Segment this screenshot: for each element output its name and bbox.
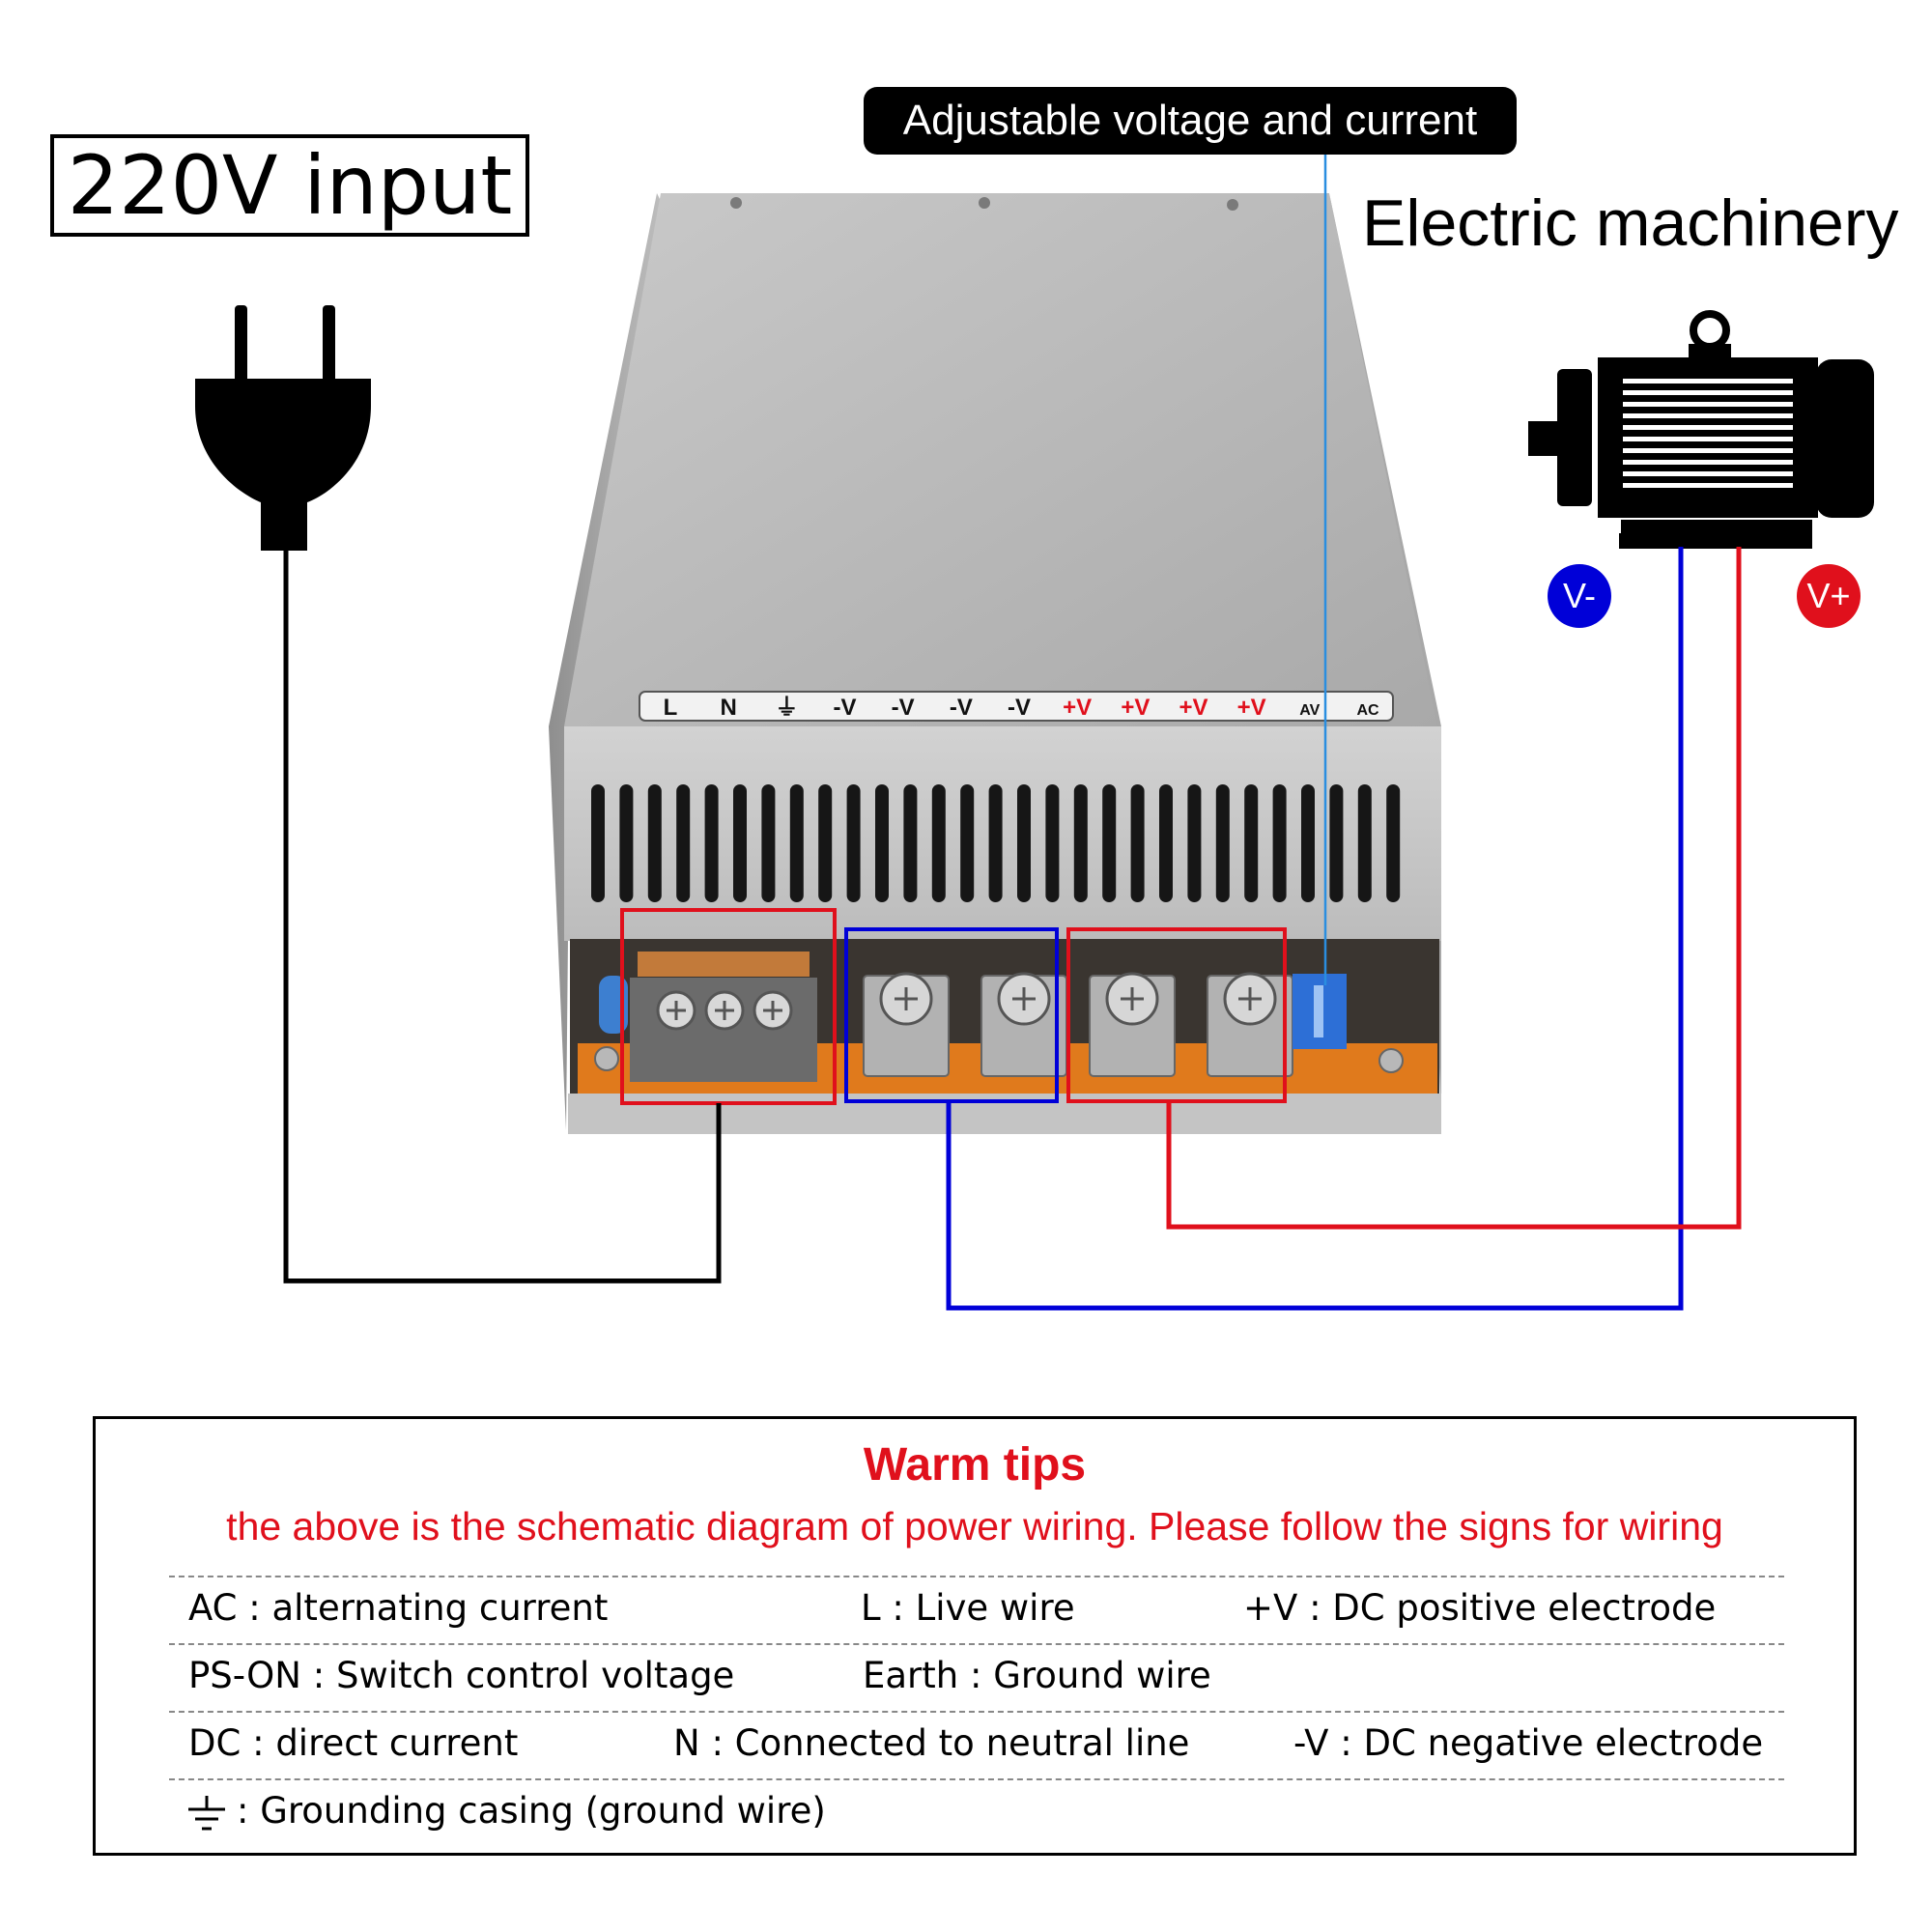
terminal-label: -V: [892, 695, 915, 721]
power-supply-unit: L N ⏚ -V -V -V -V +V +V +V +V AV AC: [549, 193, 1441, 1134]
screw-slot: [895, 987, 918, 1010]
terminal-label: L: [664, 695, 678, 721]
input-cable: [283, 551, 722, 1284]
tips-title: Warm tips: [863, 1439, 1087, 1491]
tips-row: PS-ON : Switch control voltage Earth : G…: [169, 1643, 1784, 1713]
vent-slot: [591, 784, 605, 902]
motor-fin: [1623, 402, 1793, 407]
terminal-label-strip: L N ⏚ -V -V -V -V +V +V +V +V AV AC: [664, 695, 1379, 721]
tips-row: DC : direct current N : Connected to neu…: [169, 1711, 1784, 1780]
negative-wire: [946, 547, 1684, 1311]
vent-slot: [733, 784, 747, 902]
vent-slot: [1244, 784, 1259, 902]
screw-slot: [1238, 987, 1262, 1010]
motor-icon: [1528, 310, 1874, 549]
motor-label: Electric machinery: [1362, 186, 1899, 260]
vent-slot: [619, 784, 634, 902]
vent-slot: [1102, 784, 1117, 902]
positive-output-highlight: [1066, 927, 1287, 1103]
terminal-label: -V: [950, 695, 973, 721]
warm-tips-panel: Warm tips the above is the schematic dia…: [93, 1416, 1857, 1856]
motor-fin: [1623, 425, 1793, 430]
vent-slot: [1301, 784, 1315, 902]
tips-cell: Earth : Ground wire: [863, 1655, 1211, 1696]
potentiometer-icon: [1293, 974, 1404, 1073]
tips-cell: N : Connected to neutral line: [673, 1722, 1190, 1764]
ground-symbol-icon: [188, 1796, 225, 1831]
negative-pole-badge: V-: [1548, 564, 1611, 628]
vent-slot: [761, 784, 776, 902]
terminal-label: ⏚: [775, 695, 798, 721]
motor-fin: [1623, 390, 1793, 395]
motor-fin: [1623, 483, 1793, 488]
positive-wire: [1166, 547, 1742, 1230]
motor-fin: [1623, 448, 1793, 453]
vent-slot: [1073, 784, 1088, 902]
terminal-label: AC: [1356, 702, 1379, 719]
vent-slot: [647, 784, 662, 902]
plug-icon: [195, 305, 371, 551]
vent-slot: [931, 784, 946, 902]
tips-row: AC : alternating current L : Live wire +…: [169, 1576, 1784, 1645]
terminal-label: +V: [1063, 695, 1092, 721]
motor-fin: [1623, 413, 1793, 418]
vent-slot: [1357, 784, 1372, 902]
vent-slot: [1215, 784, 1230, 902]
terminal-label: -V: [1008, 695, 1031, 721]
terminal-label: +V: [1121, 695, 1150, 721]
tips-cell: DC : direct current: [188, 1722, 519, 1764]
vent-slot: [789, 784, 804, 902]
tips-row: : Grounding casing (ground wire): [169, 1778, 1784, 1848]
terminal-label: AV: [1299, 702, 1320, 719]
motor-fin: [1623, 460, 1793, 465]
vent-slot: [1130, 784, 1145, 902]
vent-slot: [1386, 784, 1401, 902]
vent-slot: [875, 784, 889, 902]
vent-slot: [1187, 784, 1202, 902]
tips-cell: +V : DC positive electrode: [1243, 1587, 1717, 1629]
motor-fin: [1623, 471, 1793, 476]
input-voltage-label: 220V input: [50, 134, 529, 237]
vent-slot: [1272, 784, 1287, 902]
ventilation-slots: [591, 784, 1401, 902]
tips-subtitle: the above is the schematic diagram of po…: [226, 1504, 1723, 1548]
vent-slot: [818, 784, 833, 902]
ac-terminal-block: [630, 952, 817, 1082]
tips-cell: L : Live wire: [861, 1587, 1075, 1629]
vent-slot: [1045, 784, 1060, 902]
screw-slot: [1012, 987, 1036, 1010]
motor-fin: [1623, 379, 1793, 384]
vent-slot: [1329, 784, 1344, 902]
motor-fin: [1623, 437, 1793, 441]
vent-slot: [960, 784, 975, 902]
tips-cell: : Grounding casing (ground wire): [237, 1790, 826, 1832]
vent-slot: [846, 784, 861, 902]
ac-input-highlight: [620, 908, 837, 1105]
tips-cell: PS-ON : Switch control voltage: [188, 1655, 735, 1696]
terminal-label: N: [720, 695, 736, 721]
terminal-label: +V: [1237, 695, 1266, 721]
vent-slot: [988, 784, 1003, 902]
positive-pole-badge: V+: [1797, 564, 1861, 628]
vent-slot: [1159, 784, 1173, 902]
vent-slot: [704, 784, 719, 902]
dc-terminals: [863, 972, 1293, 1077]
negative-output-highlight: [844, 927, 1059, 1103]
terminal-label: +V: [1179, 695, 1208, 721]
adjust-label: Adjustable voltage and current: [864, 87, 1517, 155]
tips-cell: AC : alternating current: [188, 1587, 609, 1629]
vent-slot: [676, 784, 691, 902]
terminal-label: -V: [834, 695, 857, 721]
vent-slot: [903, 784, 918, 902]
screw-slot: [1121, 987, 1144, 1010]
vent-slot: [1017, 784, 1031, 902]
tips-cell: -V : DC negative electrode: [1293, 1722, 1764, 1764]
